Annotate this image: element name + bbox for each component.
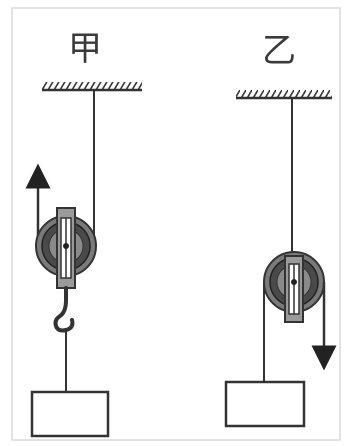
ceiling-left	[42, 82, 142, 92]
pulley-left	[35, 207, 97, 289]
pulley-right	[263, 251, 325, 323]
figure-border	[11, 7, 341, 441]
label-yi: 乙	[262, 31, 296, 71]
ceiling-right	[236, 90, 332, 100]
hook-icon	[53, 286, 75, 333]
block-right	[224, 380, 306, 428]
label-jia: 甲	[68, 29, 102, 69]
block-left	[30, 390, 110, 438]
